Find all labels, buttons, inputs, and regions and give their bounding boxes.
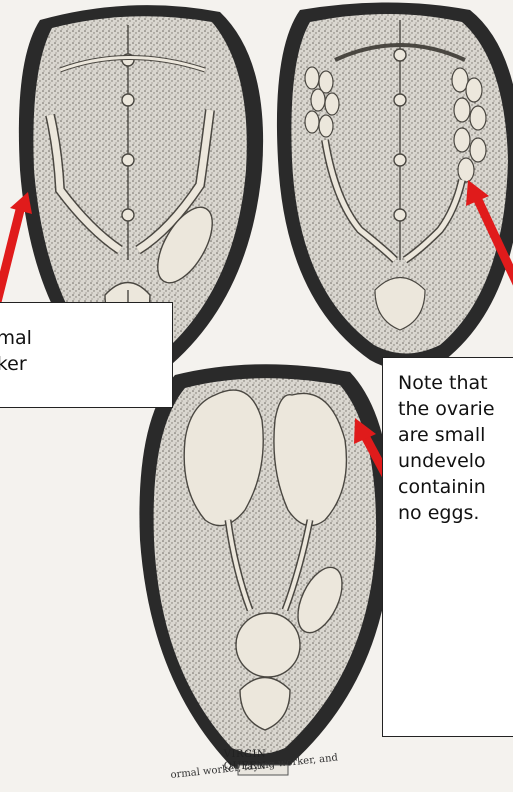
callout-right-line-1: Note that (398, 370, 513, 396)
callout-right-line-5: containin (398, 474, 513, 500)
callout-right-line-3: are small (398, 422, 513, 448)
callout-normal-worker: rmal rker (0, 302, 173, 408)
callout-right-line-2: the ovarie (398, 396, 513, 422)
laying-worker-abdomen (277, 3, 513, 371)
arrow-left (0, 192, 32, 310)
callout-left-line-2: rker (0, 351, 172, 377)
callout-ovaries-note: Note that the ovarie are small undevelo … (382, 357, 513, 737)
callout-right-line-6: no eggs. (398, 500, 513, 526)
callout-right-line-4: undevelo (398, 448, 513, 474)
virgin-queen-abdomen (139, 364, 392, 775)
callout-left-line-1: rmal (0, 325, 172, 351)
